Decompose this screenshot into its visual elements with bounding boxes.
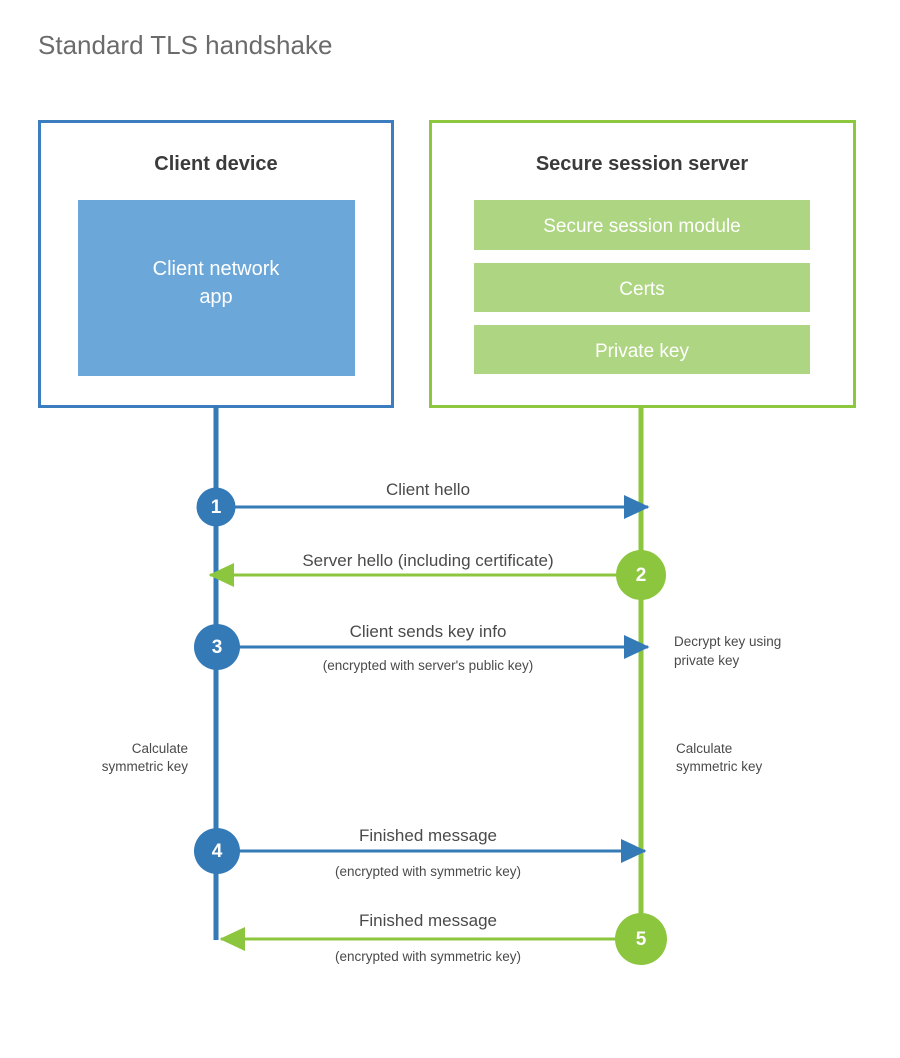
decrypt-note-line1: Decrypt key using — [674, 634, 781, 649]
step-4-label: Finished message — [359, 826, 497, 845]
step-1-number: 1 — [211, 497, 222, 518]
step-3-sublabel: (encrypted with server's public key) — [323, 658, 533, 673]
client-network-app-box — [78, 200, 355, 376]
server-calculate-note-line1: Calculate — [676, 741, 732, 756]
step-1-marker — [196, 487, 236, 527]
step-2-label: Server hello (including certificate) — [302, 551, 553, 570]
client-calculate-note-line2: symmetric key — [102, 759, 189, 774]
decrypt-note-line2: private key — [674, 653, 740, 668]
server-bar-label-0: Secure session module — [543, 216, 741, 237]
secure-session-server-title: Secure session server — [536, 153, 749, 175]
client-device-title: Client device — [154, 153, 277, 175]
step-5-label: Finished message — [359, 911, 497, 930]
step-3-label: Client sends key info — [350, 622, 507, 641]
server-bar-certs — [474, 263, 810, 312]
server-calculate-note-line2: symmetric key — [676, 759, 763, 774]
step-1-label: Client hello — [386, 480, 470, 499]
server-bar-secure-session-module — [474, 200, 810, 250]
step-5-sublabel: (encrypted with symmetric key) — [335, 949, 521, 964]
step-4-sublabel: (encrypted with symmetric key) — [335, 864, 521, 879]
step-3-marker — [194, 624, 240, 670]
client-network-app-label-line1: Client network — [153, 258, 281, 280]
page-title: Standard TLS handshake — [38, 30, 332, 60]
step-4-number: 4 — [212, 841, 223, 862]
step-4-marker — [194, 828, 240, 874]
step-2-number: 2 — [636, 565, 647, 586]
step-3-number: 3 — [212, 637, 223, 658]
client-calculate-note-line1: Calculate — [132, 741, 188, 756]
step-2-marker — [616, 550, 666, 600]
server-bar-label-2: Private key — [595, 341, 689, 362]
server-bar-label-1: Certs — [619, 279, 664, 300]
server-bar-private-key — [474, 325, 810, 374]
client-network-app-label-line2: app — [199, 286, 232, 308]
step-5-marker — [615, 913, 667, 965]
step-5-number: 5 — [636, 929, 647, 950]
